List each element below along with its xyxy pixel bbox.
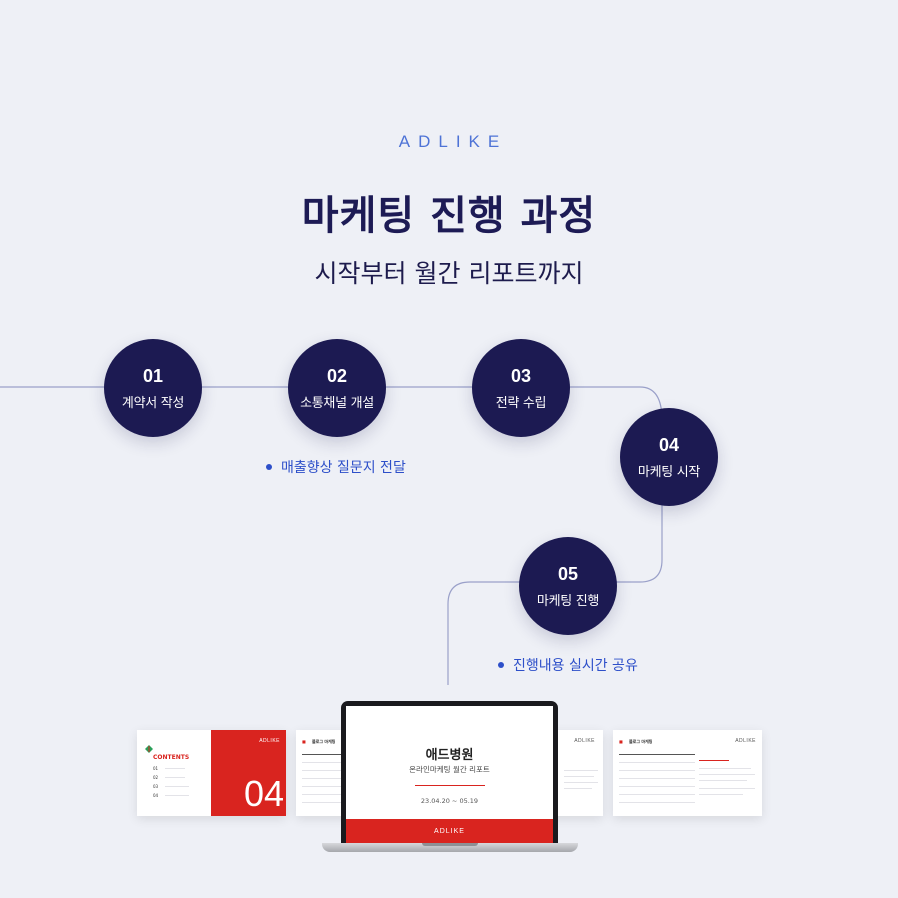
laptop-notch [422, 843, 478, 846]
report-slide-blog-2: ■ 블로그 마케팅 ADLIKE [613, 730, 762, 816]
report-subtitle: 온라인마케팅 월간 리포트 [409, 765, 490, 774]
step-4-circle: 04 마케팅 시작 [620, 408, 718, 506]
slide-logo: ADLIKE [574, 738, 595, 744]
step-4-number: 04 [658, 434, 680, 455]
laptop: 애드병원 온라인마케팅 월간 리포트 23.04.20 ~ 05.19 ADLI… [341, 701, 558, 845]
step-1-circle: 01 계약서 작성 [104, 339, 202, 437]
report-footer: ADLIKE [346, 819, 553, 843]
report-title: 애드병원 [425, 748, 474, 763]
step-4-label: 마케팅 시작 [637, 464, 701, 480]
report-logo: ADLIKE [434, 827, 465, 835]
step-3-label: 전략 수립 [495, 395, 547, 411]
page-subtitle: 시작부터 월간 리포트까지 [314, 259, 584, 288]
step-2-note-text: 매출향상 질문지 전달 [281, 460, 406, 476]
red-panel: ADLIKE 04 [211, 730, 286, 816]
contents-item: 03 [153, 784, 159, 789]
slide-heading: 블로그 마케팅 [312, 739, 336, 744]
page-title: 마케팅 진행 과정 [301, 193, 597, 239]
step-5-label: 마케팅 진행 [536, 593, 600, 609]
brand-label: ADLIKE [398, 132, 508, 151]
step-3-number: 03 [510, 365, 532, 386]
contents-item: 04 [153, 793, 159, 798]
step-1-number: 01 [142, 365, 164, 386]
step-3-circle: 03 전략 수립 [472, 339, 570, 437]
bullet-dot-icon [498, 662, 504, 668]
section-number: 04 [243, 773, 284, 814]
report-date: 23.04.20 ~ 05.19 [420, 797, 479, 805]
divider [415, 785, 485, 786]
slide-logo: ADLIKE [735, 738, 756, 744]
step-5-note-text: 진행내용 실시간 공유 [513, 658, 638, 674]
slide-logo: ADLIKE [259, 738, 280, 744]
report-slide-contents: CONTENTS 01 02 03 04 ADLIKE 04 [137, 730, 286, 816]
contents-item: 02 [153, 775, 159, 780]
step-2-note: 매출향상 질문지 전달 [266, 457, 406, 477]
laptop-screen: 애드병원 온라인마케팅 월간 리포트 23.04.20 ~ 05.19 ADLI… [346, 706, 553, 843]
laptop-base [322, 843, 578, 852]
step-5-circle: 05 마케팅 진행 [519, 537, 617, 635]
hospital-logo-icon [145, 738, 153, 753]
bullet-dot-icon [266, 464, 272, 470]
step-1-label: 계약서 작성 [121, 395, 185, 411]
step-2-circle: 02 소통채널 개설 [288, 339, 386, 437]
step-5-number: 05 [557, 563, 579, 584]
contents-heading: CONTENTS [153, 754, 190, 761]
slide-heading: 블로그 마케팅 [629, 739, 653, 744]
step-2-label: 소통채널 개설 [300, 395, 374, 411]
step-5-note: 진행내용 실시간 공유 [498, 655, 638, 675]
contents-item: 01 [153, 766, 159, 771]
step-2-number: 02 [326, 365, 348, 386]
